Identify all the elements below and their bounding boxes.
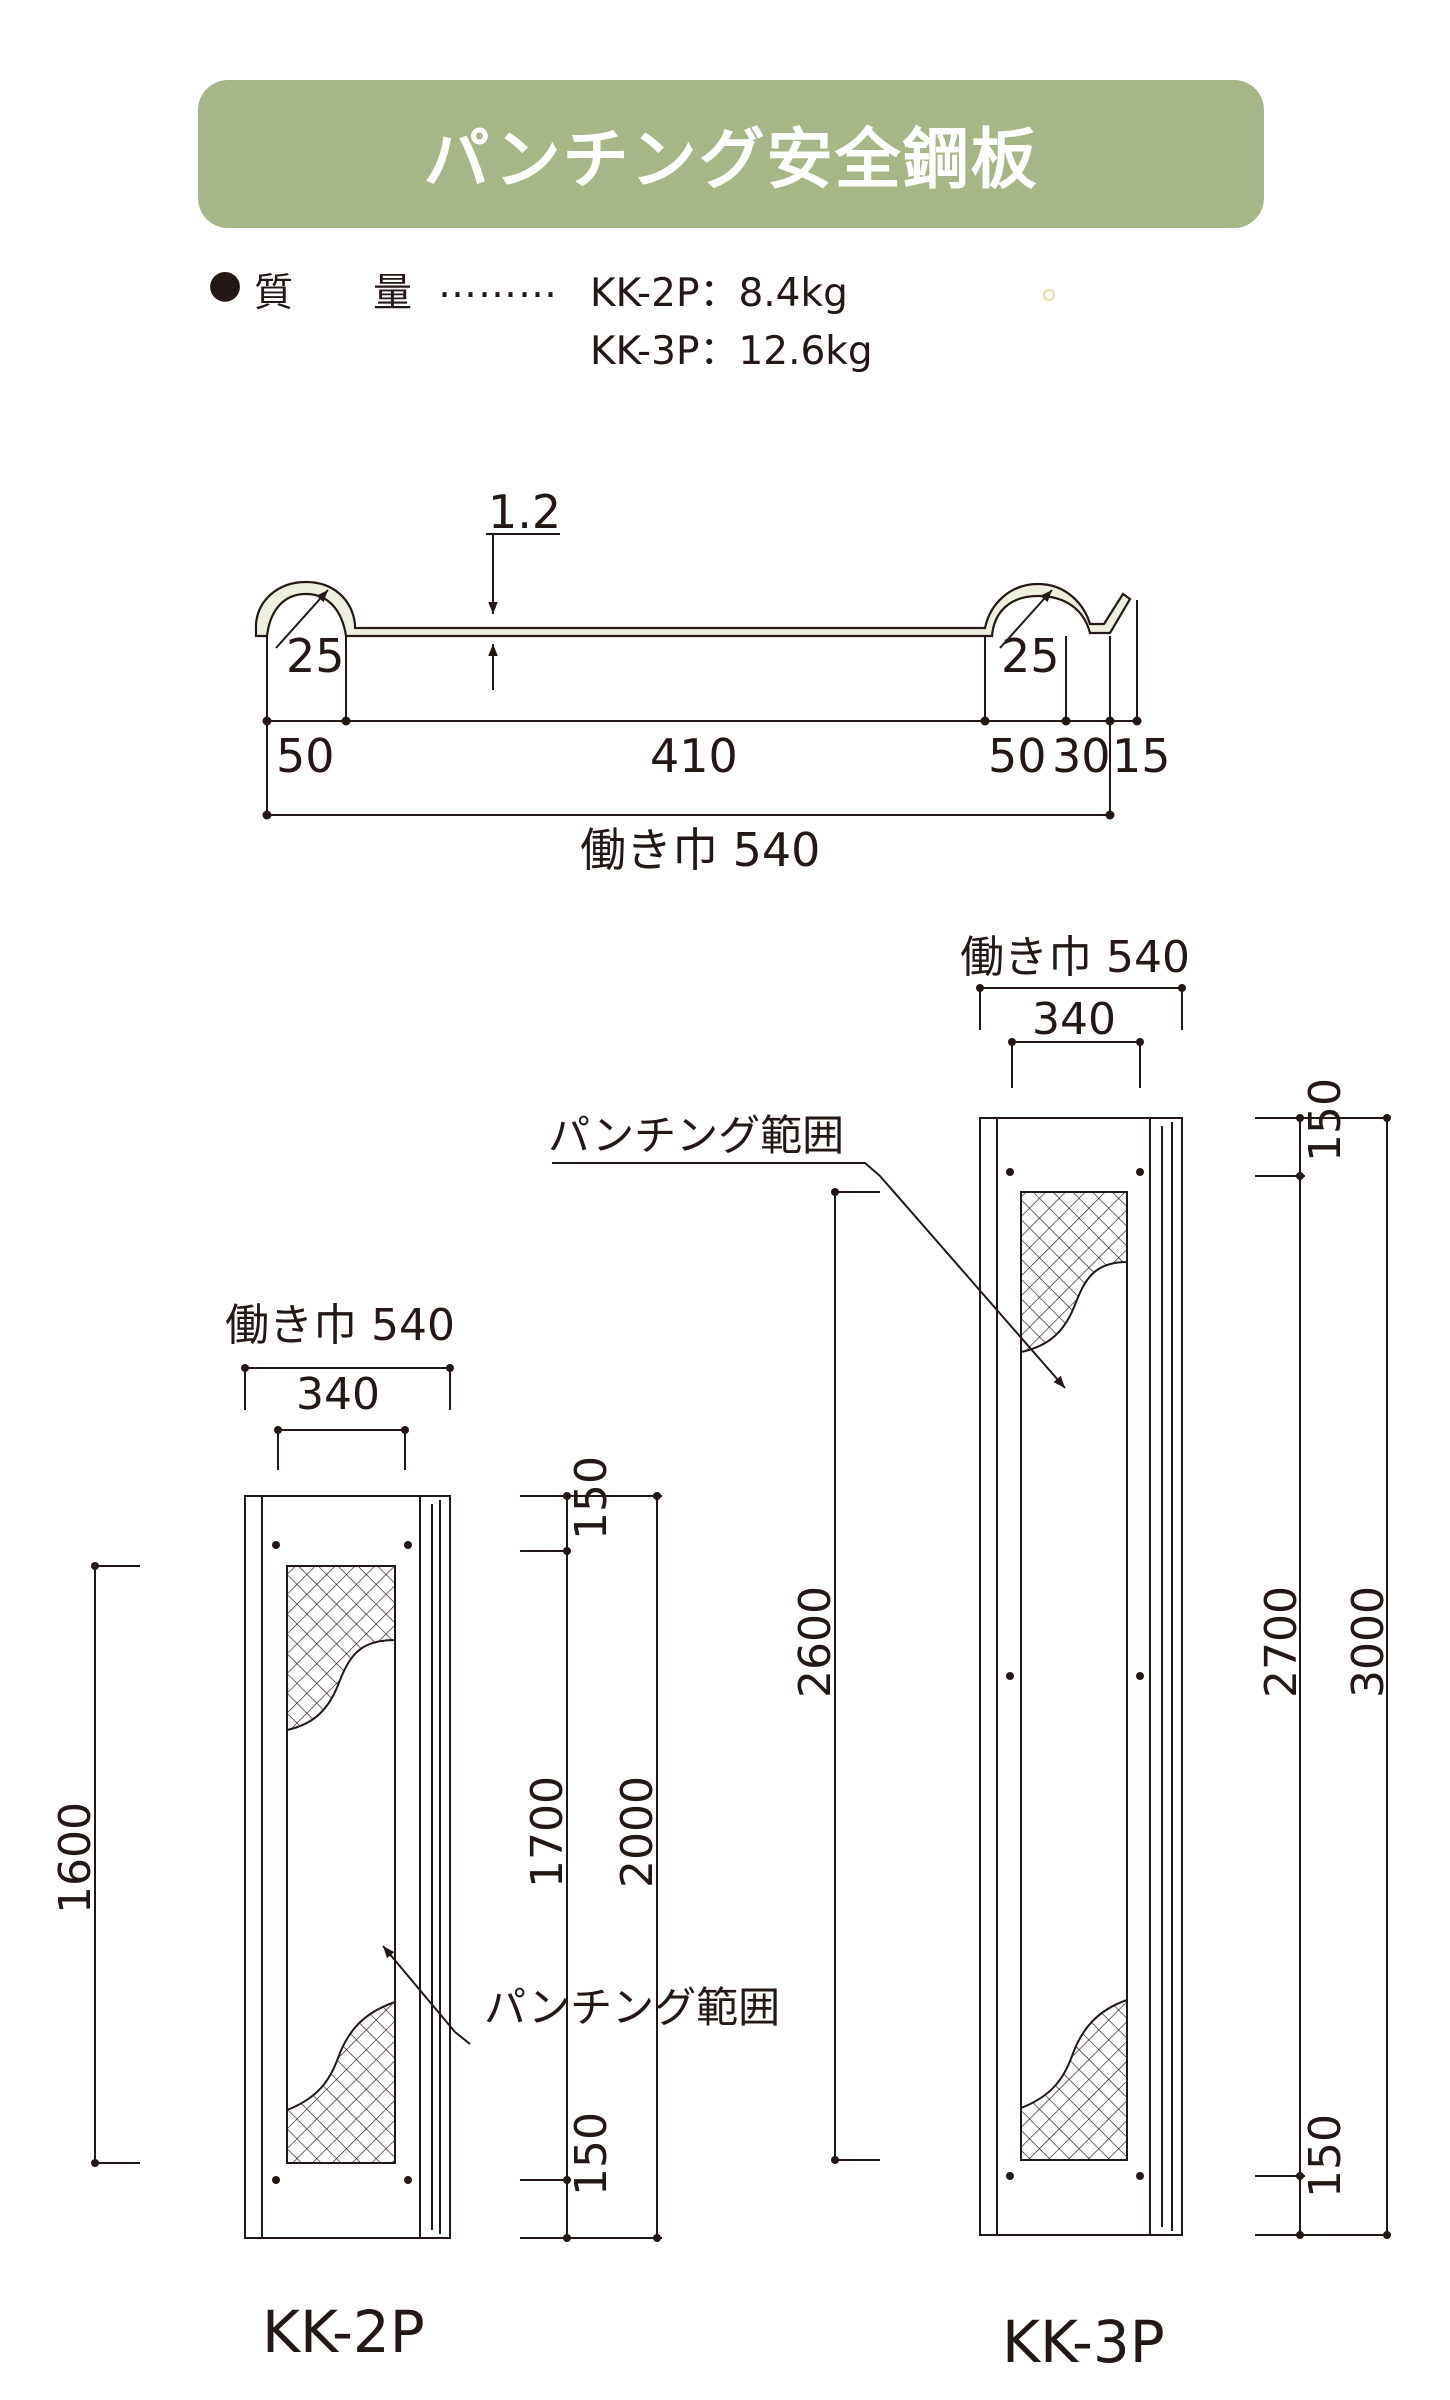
kk3p-dots [831, 984, 1391, 2239]
kk2p-model-label: KK-2P [262, 2298, 425, 2366]
radius-left-leader [275, 589, 329, 649]
kk2p-punch-label: パンチング範囲 [484, 1983, 780, 2032]
kk3p-working-width: 働き巾 540 [960, 932, 1190, 983]
dim-50-left: 50 [276, 729, 335, 783]
page-title: パンチング安全鋼板 [423, 121, 1039, 198]
title-banner: パンチング安全鋼板 [198, 80, 1264, 228]
dim-410: 410 [650, 729, 738, 783]
radius-right-leader [999, 589, 1053, 649]
spec-label: 質量 [254, 271, 493, 316]
dim-30: 30 [1052, 729, 1111, 783]
kk2p-punch-area-bottom [286, 2000, 396, 2164]
spec-kk2p-weight: KK-2P：8.4kg [590, 271, 848, 316]
kk2p-dim-150-bottom: 150 [566, 2112, 617, 2196]
dim-15: 15 [1112, 729, 1171, 783]
spec-kk3p-weight: KK-3P：12.6kg [590, 329, 873, 374]
kk3p-dim-3000: 3000 [1343, 1586, 1394, 1698]
thickness-label: 1.2 [488, 485, 561, 539]
profile-dim-dots [262, 716, 1142, 820]
kk2p-dim-150-top: 150 [566, 1456, 617, 1540]
kk3p-punch-label: パンチング範囲 [548, 1111, 844, 1160]
radius-right-label: 25 [1001, 629, 1060, 683]
profile-shape [254, 580, 1132, 638]
kk3p-elevation [552, 986, 1390, 2236]
kk3p-dim-150-bottom: 150 [1300, 2114, 1351, 2198]
profile-section [254, 533, 1138, 818]
kk3p-panel [979, 1117, 1183, 2236]
profile-working-width: 働き巾 540 [580, 823, 820, 877]
kk2p-dim-1600: 1600 [50, 1802, 101, 1914]
kk2p-working-width: 働き巾 540 [225, 1300, 455, 1351]
spec-leader-dots: ……… [438, 262, 558, 307]
stray-mark [1043, 289, 1055, 301]
spec-bullet: ● [208, 262, 243, 307]
kk3p-model-label: KK-3P [1002, 2308, 1165, 2376]
kk2p-elevation [92, 1366, 662, 2239]
kk3p-punch-area-bottom [1020, 1998, 1128, 2161]
kk2p-dim-1700: 1700 [522, 1776, 573, 1888]
dim-50-right: 50 [988, 729, 1047, 783]
kk2p-punch-area-top [286, 1565, 396, 1732]
kk3p-punch-area-top [1020, 1191, 1128, 1354]
kk2p-panel [244, 1495, 451, 2239]
kk3p-punch-leader [879, 1175, 1066, 1389]
kk2p-width-340: 340 [296, 1369, 380, 1420]
radius-left-label: 25 [286, 629, 345, 683]
kk2p-punch-leader [382, 1945, 456, 2033]
kk2p-dots [91, 1364, 661, 2242]
kk3p-dim-2700: 2700 [1256, 1586, 1307, 1698]
kk3p-dim-150-top: 150 [1300, 1078, 1351, 1162]
kk3p-width-340: 340 [1032, 994, 1116, 1045]
kk3p-dim-2600: 2600 [790, 1586, 841, 1698]
kk2p-dim-2000: 2000 [612, 1776, 663, 1888]
